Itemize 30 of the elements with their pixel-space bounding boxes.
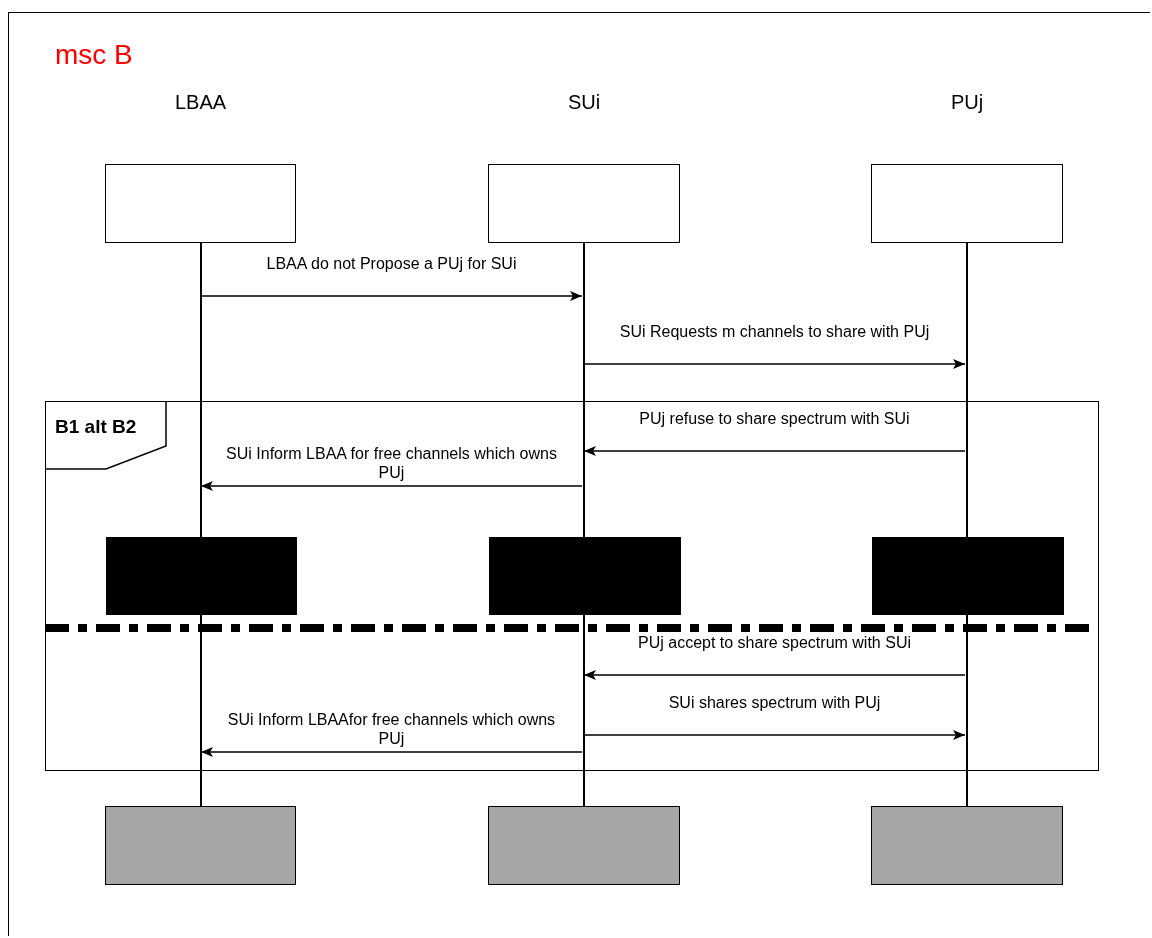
message-arrow bbox=[200, 747, 583, 757]
message-label: SUi Requests m channels to share with PUj bbox=[618, 322, 931, 341]
message-arrow bbox=[200, 291, 583, 301]
lifeline bbox=[200, 243, 202, 806]
operator-tag: B1 alt B2 bbox=[46, 402, 167, 470]
action-box bbox=[872, 537, 1064, 615]
action-box bbox=[489, 537, 681, 615]
diagram-frame bbox=[8, 12, 1150, 936]
end-box bbox=[488, 806, 680, 885]
instance-name: LBAA bbox=[173, 91, 228, 113]
message-arrow bbox=[583, 359, 966, 369]
frame-name: msc B bbox=[55, 39, 133, 71]
lifeline bbox=[583, 243, 585, 806]
action-box bbox=[106, 537, 297, 615]
message-arrow bbox=[200, 481, 583, 491]
lifeline bbox=[966, 243, 968, 806]
message-arrow bbox=[583, 670, 966, 680]
end-box bbox=[105, 806, 296, 885]
message-label: PUj refuse to share spectrum with SUi bbox=[638, 409, 911, 428]
instance-name: PUj bbox=[949, 91, 985, 113]
instance-name: SUi bbox=[566, 91, 602, 113]
alt-frame bbox=[45, 401, 1099, 771]
message-arrow bbox=[583, 446, 966, 456]
message-label: LBAA do not Propose a PUj for SUi bbox=[265, 254, 518, 273]
message-label: SUi Inform LBAA for free channels which owns PUj bbox=[225, 444, 558, 482]
message-label: SUi Inform LBAAfor free channels which owns PUj bbox=[226, 710, 557, 748]
message-label: PUj accept to share spectrum with SUi bbox=[637, 633, 912, 652]
message-arrow bbox=[583, 730, 966, 740]
end-box bbox=[871, 806, 1063, 885]
message-label: SUi shares spectrum with PUj bbox=[667, 693, 882, 712]
